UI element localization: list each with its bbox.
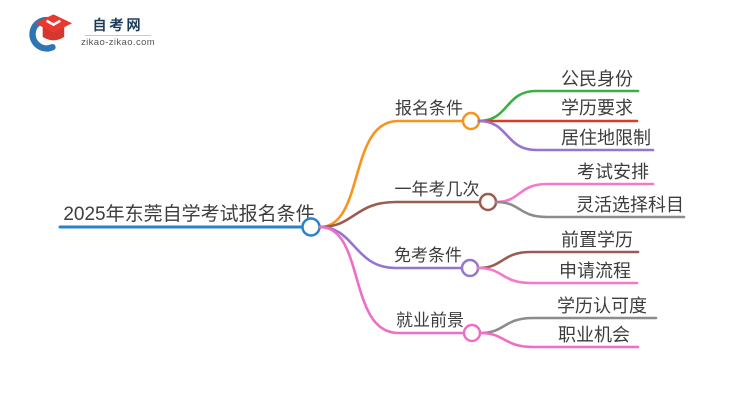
branch-employment-prospects-connector [318, 225, 466, 335]
child-education-requirement-label[interactable]: 学历要求 [561, 98, 633, 118]
child-residence-restriction-underline [477, 119, 655, 152]
branch-exams-per-year-label[interactable]: 一年考几次 [395, 180, 480, 199]
branch-exams-per-year-connector [318, 200, 482, 229]
branch-registration-requirements-label[interactable]: 报名条件 [395, 99, 463, 118]
child-citizenship-label[interactable]: 公民身份 [561, 69, 633, 89]
branch-exemption-conditions-label[interactable]: 免考条件 [394, 246, 462, 265]
root-node-label[interactable]: 2025年东莞自学考试报名条件 [63, 203, 314, 225]
child-application-process-label[interactable]: 申请流程 [559, 261, 631, 281]
child-exam-schedule-label[interactable]: 考试安排 [577, 162, 649, 182]
child-flexible-subject-choice-label[interactable]: 灵活选择科目 [576, 195, 684, 215]
child-residence-restriction-label[interactable]: 居住地限制 [561, 128, 651, 148]
site-logo[interactable]: 自考网 zikao-zikao.com [28, 10, 155, 55]
branch-employment-prospects-label[interactable]: 就业前景 [396, 311, 464, 330]
child-career-opportunities-underline [478, 331, 640, 349]
logo-domain-url: zikao-zikao.com [81, 37, 156, 49]
child-career-opportunities-label[interactable]: 职业机会 [558, 325, 630, 345]
branch-exams-per-year-handle[interactable] [478, 192, 498, 212]
child-prior-education-label[interactable]: 前置学历 [561, 230, 633, 250]
branch-registration-requirements-handle[interactable] [461, 111, 481, 131]
root-node-handle[interactable] [301, 217, 321, 237]
logo-title: 自考网 [92, 16, 144, 33]
child-degree-recognition-label[interactable]: 学历认可度 [557, 296, 647, 316]
child-flexible-subject-choice-underline [494, 200, 686, 219]
branch-employment-prospects-handle[interactable] [462, 323, 482, 343]
logo-divider [85, 35, 152, 37]
child-application-process-underline [476, 266, 639, 285]
branch-registration-requirements-connector [318, 119, 465, 229]
branch-exemption-conditions-handle[interactable] [460, 258, 480, 278]
graduation-cap-icon [29, 14, 73, 52]
